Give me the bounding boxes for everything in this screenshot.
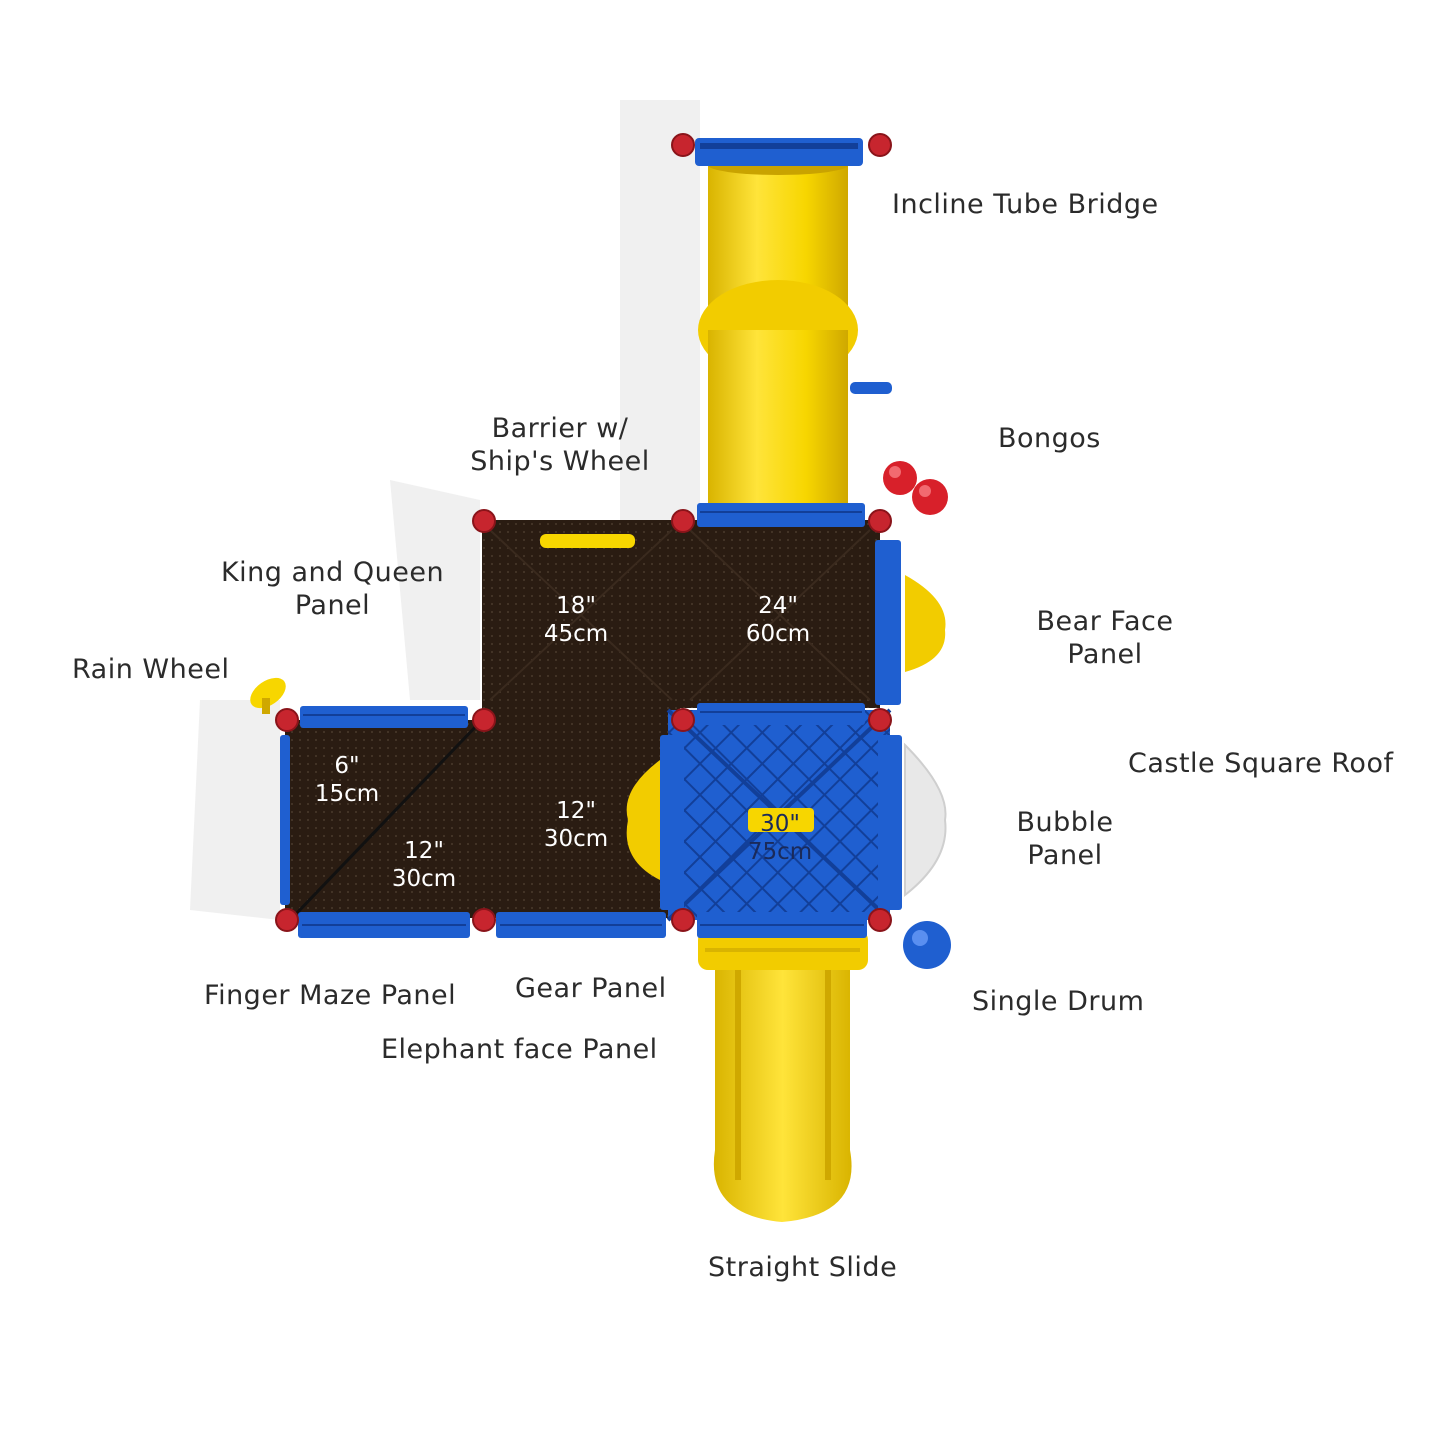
deck-height-inches: 30" [760, 811, 800, 837]
label-bear-face-line2: Panel [1067, 639, 1143, 670]
panel-ribs [302, 511, 864, 926]
label-barrier-line2: Ship's Wheel [470, 446, 650, 477]
deck-height-inches: 6" [334, 753, 360, 779]
label-bubble-line2: Panel [1027, 840, 1103, 871]
label-barrier-line1: Barrier w/ [491, 413, 629, 444]
deck-height-30: 30" 75cm [740, 810, 820, 866]
castle-square-roof [666, 708, 892, 922]
deck-height-12-right: 12" 30cm [536, 797, 616, 853]
ships-wheel [540, 534, 635, 548]
bear-face-panel [905, 575, 946, 672]
deck-height-cm: 15cm [314, 781, 380, 807]
deck-height-24: 24" 60cm [738, 592, 818, 648]
label-barrier-ships-wheel: Barrier w/ Ship's Wheel [460, 412, 660, 478]
label-king-queen-line2: Panel [294, 590, 371, 621]
label-incline-tube-bridge: Incline Tube Bridge [892, 189, 1159, 220]
label-straight-slide: Straight Slide [708, 1252, 898, 1283]
label-rain-wheel: Rain Wheel [72, 654, 230, 685]
label-king-queen-line1: King and Queen [220, 557, 445, 588]
clamp-connectors [275, 133, 892, 932]
label-castle-square-roof: Castle Square Roof [1128, 748, 1394, 779]
deck-height-inches: 12" [404, 838, 444, 864]
deck-height-inches: 12" [556, 798, 596, 824]
deck-height-inches: 18" [556, 593, 596, 619]
deck-height-12-left: 12" 30cm [384, 837, 464, 893]
rain-wheel [250, 677, 286, 714]
label-gear-panel: Gear Panel [515, 973, 667, 1004]
label-elephant-face-panel: Elephant face Panel [381, 1034, 658, 1065]
straight-slide [698, 930, 868, 1222]
deck-height-6: 6" 15cm [307, 752, 387, 808]
label-bear-face-panel: Bear Face Panel [1020, 605, 1190, 671]
label-bongos: Bongos [998, 423, 1101, 454]
deck-height-cm: 30cm [391, 866, 457, 892]
label-bear-face-line1: Bear Face [1036, 606, 1174, 637]
incline-tube-bridge [695, 138, 863, 510]
decks [285, 520, 880, 918]
bongos [883, 461, 948, 515]
label-bubble-line1: Bubble [1016, 807, 1114, 838]
label-finger-maze-panel: Finger Maze Panel [204, 980, 457, 1011]
deck-height-cm: 75cm [747, 839, 813, 865]
label-single-drum: Single Drum [972, 986, 1145, 1017]
ground-shadows [190, 100, 700, 920]
deck-height-18: 18" 45cm [536, 592, 616, 648]
bubble-panel [904, 742, 947, 898]
deck-height-cm: 30cm [543, 826, 609, 852]
deck-height-inches: 24" [758, 593, 798, 619]
deck-height-cm: 45cm [543, 621, 609, 647]
deck-height-cm: 60cm [745, 621, 811, 647]
label-king-queen-panel: King and Queen Panel [210, 556, 455, 622]
label-bubble-panel: Bubble Panel [1000, 806, 1130, 872]
single-drum [903, 921, 951, 969]
tube-step [850, 382, 892, 394]
elephant-face-panel [626, 760, 660, 880]
